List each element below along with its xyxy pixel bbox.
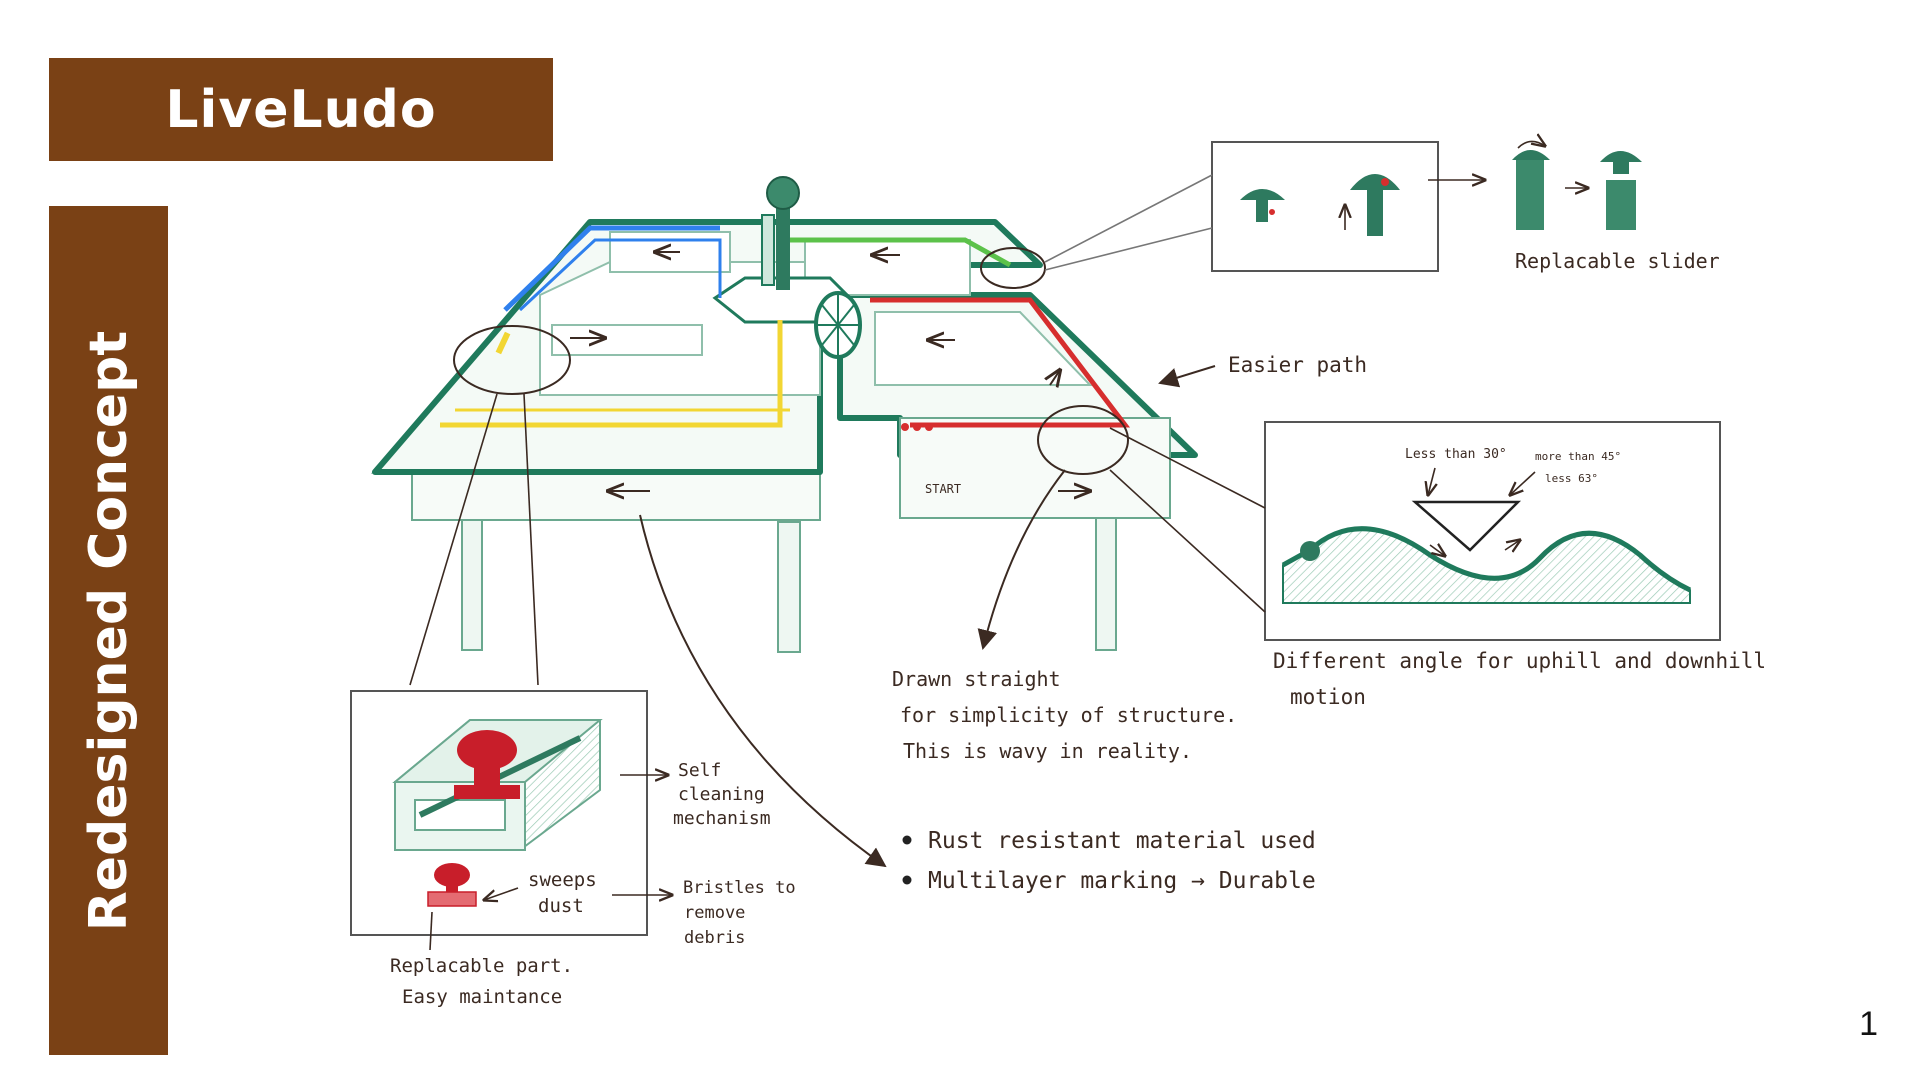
slope-inset: Less than 30° more than 45° less 63° Dif…	[1110, 422, 1766, 709]
less-than-30-label: Less than 30°	[1405, 447, 1507, 462]
left-wing-front	[412, 472, 820, 520]
easy-maintance-label: Easy maintance	[402, 986, 562, 1008]
bullet-rust-resistant: Rust resistant material used	[928, 828, 1316, 854]
sweeps-label: sweeps	[528, 869, 597, 891]
less-63-label: less 63°	[1545, 472, 1598, 485]
remove-label: remove	[684, 903, 745, 923]
cleaning-label: cleaning	[678, 784, 765, 805]
slider-inset: Replacable slider	[1045, 141, 1720, 273]
bristles-label: Bristles to	[683, 878, 796, 898]
replacable-part-label: Replacable part.	[390, 955, 573, 977]
self-label: Self	[678, 760, 721, 781]
drawn-straight-label: Drawn straight	[892, 667, 1061, 691]
replacable-slider-label: Replacable slider	[1515, 249, 1720, 273]
bullet-multilayer: Multilayer marking → Durable	[928, 868, 1316, 894]
debris-label: debris	[684, 928, 745, 948]
easier-path-label: Easier path	[1228, 353, 1367, 377]
dice-wheel	[816, 293, 860, 357]
simplicity-label: for simplicity of structure.	[900, 703, 1237, 727]
bullet-dot	[903, 836, 912, 845]
right-wing-front	[900, 418, 1170, 518]
wavy-reality-label: This is wavy in reality.	[903, 739, 1192, 763]
dust-label: dust	[538, 895, 584, 917]
different-angle-label: Different angle for uphill and downhill	[1273, 649, 1766, 673]
more-than-45-label: more than 45°	[1535, 450, 1621, 463]
table-legs	[462, 515, 1116, 652]
start-label: START	[925, 482, 961, 496]
bullet-dot	[903, 876, 912, 885]
motion-label: motion	[1290, 685, 1366, 709]
mechanism-label: mechanism	[673, 808, 771, 829]
